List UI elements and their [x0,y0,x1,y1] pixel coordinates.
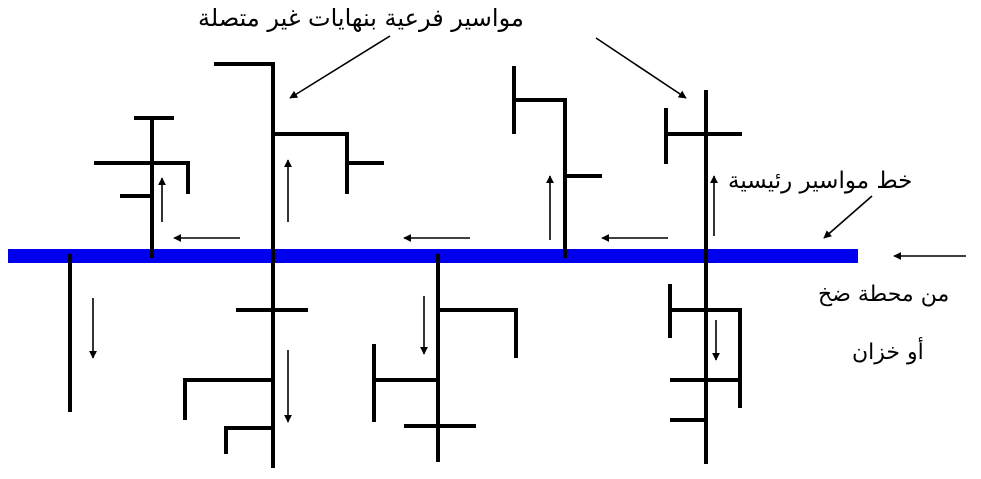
source-label-line1: من محطة ضخ [818,282,950,307]
main-pipe-label: خط مواسير رئيسية [728,168,913,194]
branch-pipe [436,308,518,358]
branch-pipes [68,62,742,468]
branch-pipe [271,132,349,194]
branch-pipe [214,62,275,468]
branch-pipe [668,308,742,362]
pointer-arrow [823,195,873,239]
flow-arrows [89,159,966,423]
branch-pipe [183,378,275,420]
branch-pipe [224,426,275,454]
pointer-arrow [595,37,687,99]
pointer-arrow [289,35,391,99]
source-label-line2: أو خزان [852,340,924,365]
label-pointers [289,35,873,239]
branch-pipe [94,161,190,194]
branch-pipe [512,98,567,258]
branch-pipes-label: مواسير فرعية بنهايات غير متصلة [198,4,524,32]
